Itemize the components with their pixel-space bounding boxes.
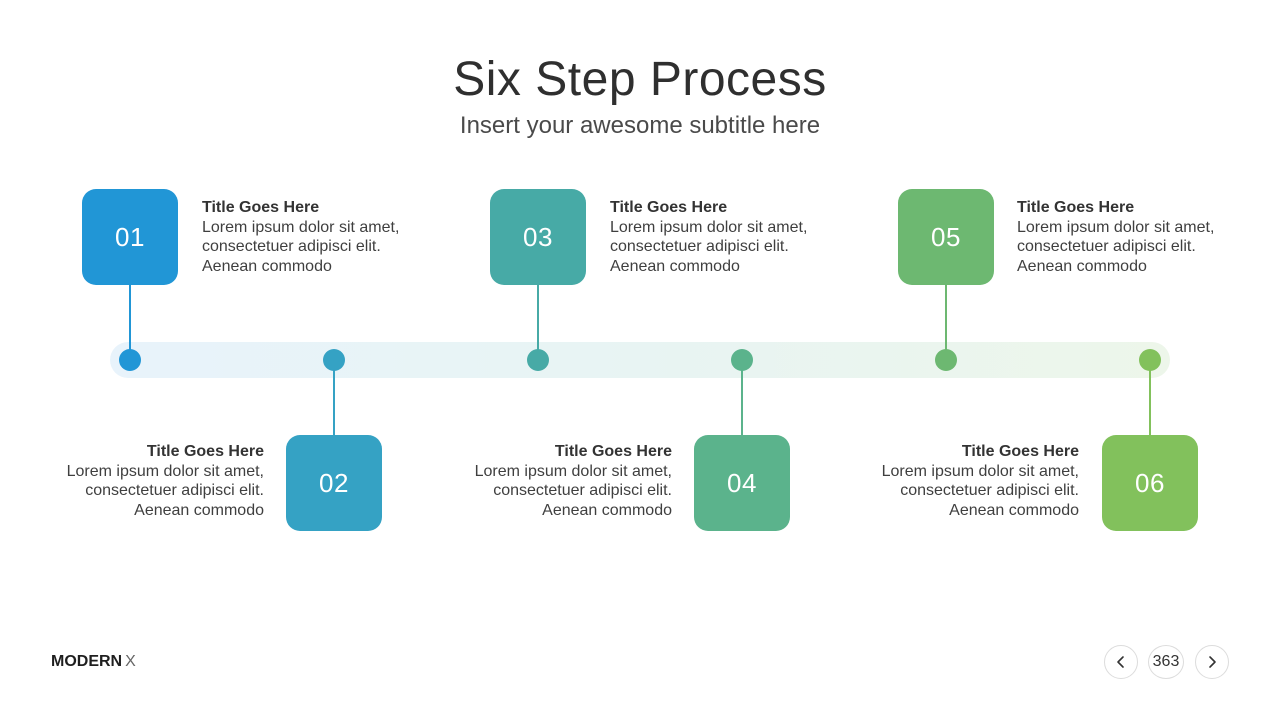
step-body-line: Lorem ipsum dolor sit amet, (1017, 218, 1215, 236)
connector-4 (741, 370, 743, 436)
step-body-line: consectetuer adipisci elit. (1017, 238, 1196, 255)
step-body-line: consectetuer adipisci elit. (610, 238, 789, 255)
connector-5 (945, 284, 947, 350)
step-body-line: Aenean commodo (542, 501, 672, 519)
connector-3 (537, 284, 539, 350)
step-body-line: Lorem ipsum dolor sit amet, (202, 218, 400, 236)
step-body-line: consectetuer adipisci elit. (493, 482, 672, 499)
timeline-dot-3 (527, 349, 549, 371)
step-number: 01 (115, 221, 145, 252)
step-body-line: Aenean commodo (202, 257, 332, 275)
slide-subtitle: Insert your awesome subtitle here (459, 112, 821, 139)
brand-light: X (125, 653, 136, 670)
step-text-2: Title Goes Here Lorem ipsum dolor sit am… (44, 442, 264, 520)
step-body-line: consectetuer adipisci elit. (202, 238, 381, 255)
step-heading: Title Goes Here (554, 443, 672, 460)
step-body-line: consectetuer adipisci elit. (900, 482, 1079, 499)
step-body-line: Lorem ipsum dolor sit amet, (610, 218, 808, 236)
step-text-5: Title Goes Here Lorem ipsum dolor sit am… (1017, 198, 1237, 276)
prev-button[interactable] (1104, 645, 1138, 679)
step-box-4[interactable]: 04 (694, 435, 790, 531)
timeline-bar (110, 342, 1170, 378)
chevron-left-icon (1117, 656, 1124, 668)
step-text-4: Title Goes Here Lorem ipsum dolor sit am… (452, 442, 672, 520)
slide-title: Six Step Process (453, 53, 827, 106)
step-number: 05 (931, 221, 961, 252)
step-text-6: Title Goes Here Lorem ipsum dolor sit am… (859, 442, 1079, 520)
step-heading: Title Goes Here (202, 199, 320, 216)
step-heading: Title Goes Here (610, 199, 728, 216)
step-box-6[interactable]: 06 (1102, 435, 1198, 531)
step-box-3[interactable]: 03 (490, 189, 586, 285)
step-body-line: Lorem ipsum dolor sit amet, (474, 462, 672, 480)
step-body-line: Lorem ipsum dolor sit amet, (66, 462, 264, 480)
step-body-line: consectetuer adipisci elit. (85, 482, 264, 499)
timeline-dot-6 (1139, 349, 1161, 371)
step-heading: Title Goes Here (146, 443, 264, 460)
connector-2 (333, 370, 335, 436)
step-body-line: Aenean commodo (1017, 257, 1147, 275)
page-number: 363 (1148, 645, 1184, 679)
step-body-line: Aenean commodo (949, 501, 1079, 519)
timeline-dot-4 (731, 349, 753, 371)
step-number: 02 (319, 467, 349, 498)
timeline-dot-2 (323, 349, 345, 371)
step-number: 04 (727, 467, 757, 498)
step-body-line: Aenean commodo (610, 257, 740, 275)
timeline-dot-5 (935, 349, 957, 371)
next-button[interactable] (1195, 645, 1229, 679)
brand-bold: MODERN (51, 653, 123, 670)
connector-6 (1149, 370, 1151, 436)
chevron-right-icon (1209, 656, 1216, 668)
step-body-line: Aenean commodo (134, 501, 264, 519)
step-heading: Title Goes Here (961, 443, 1079, 460)
step-text-3: Title Goes Here Lorem ipsum dolor sit am… (610, 198, 830, 276)
step-box-5[interactable]: 05 (898, 189, 994, 285)
step-text-1: Title Goes Here Lorem ipsum dolor sit am… (202, 198, 422, 276)
connector-1 (129, 284, 131, 350)
step-number: 03 (523, 221, 553, 252)
timeline-dot-1 (119, 349, 141, 371)
step-box-2[interactable]: 02 (286, 435, 382, 531)
step-box-1[interactable]: 01 (82, 189, 178, 285)
step-body-line: Lorem ipsum dolor sit amet, (881, 462, 1079, 480)
step-heading: Title Goes Here (1017, 199, 1135, 216)
step-number: 06 (1135, 467, 1165, 498)
